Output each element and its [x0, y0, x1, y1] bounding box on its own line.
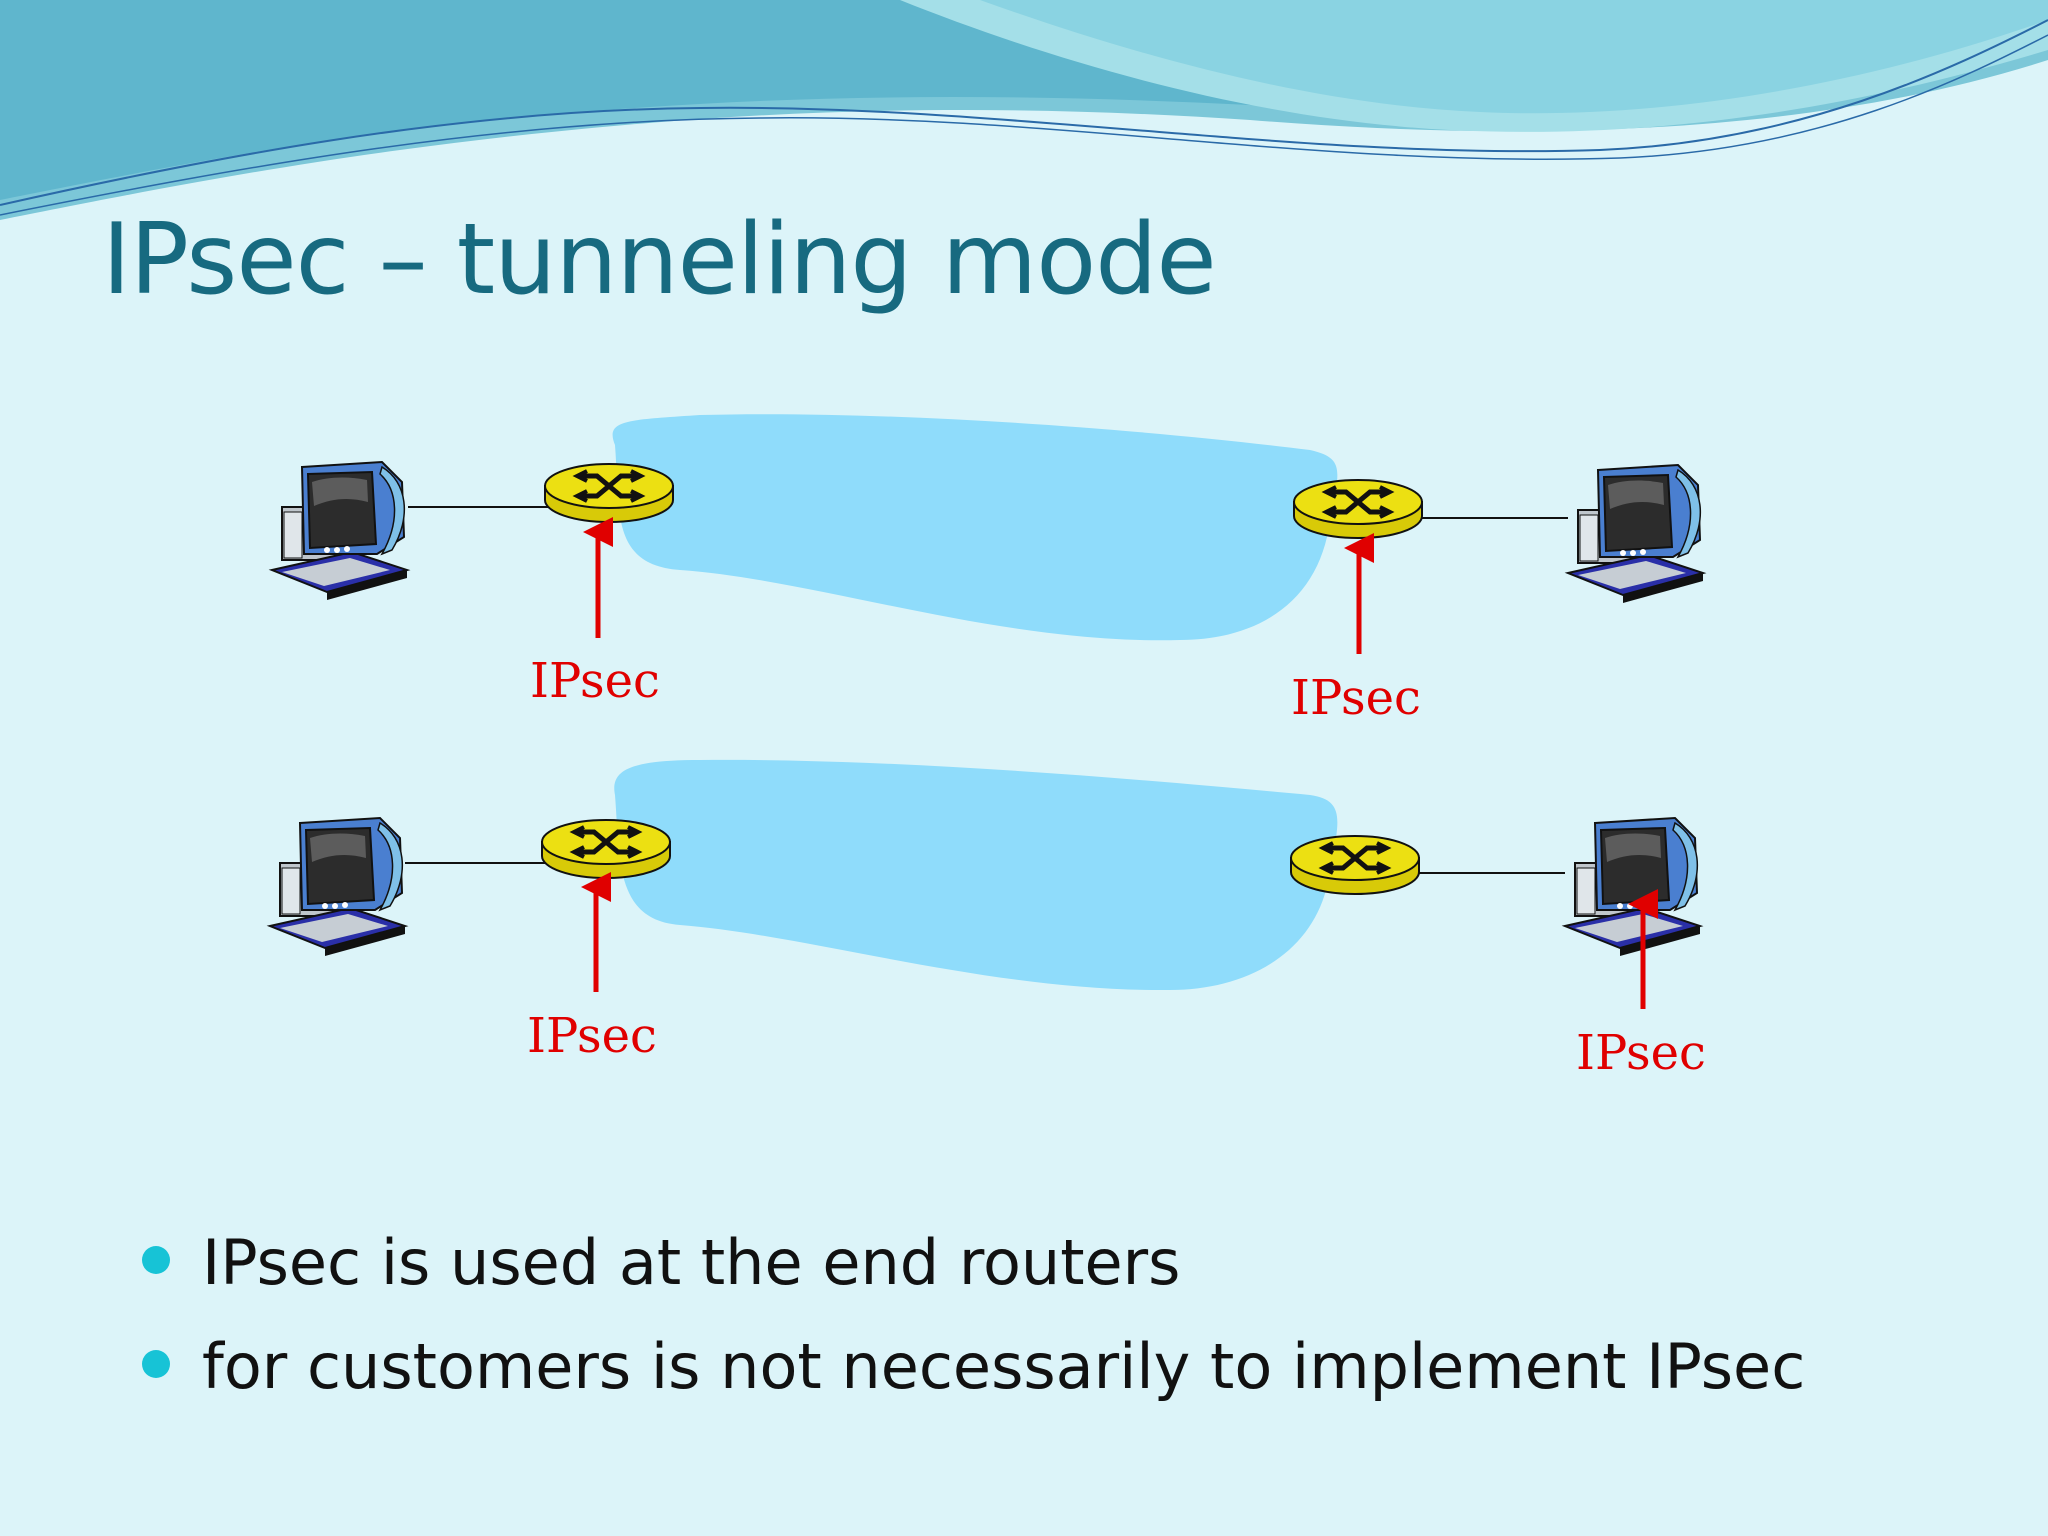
ipsec-label: IPsec — [1576, 1025, 1706, 1081]
diagram-bottom: IPsec IPsec — [269, 759, 1706, 1081]
bullet-list: IPsec is used at the end routers for cus… — [142, 1218, 1805, 1426]
computer-icon — [1567, 464, 1704, 604]
ipsec-label: IPsec — [527, 1008, 657, 1064]
ipsec-label: IPsec — [530, 653, 660, 709]
router-icon — [542, 820, 670, 878]
slide-title: IPsec – tunneling mode — [102, 203, 1217, 317]
tunnel-cloud — [612, 414, 1338, 641]
header-wave-decoration — [0, 0, 2048, 220]
router-icon — [545, 464, 673, 522]
bullet-text: IPsec is used at the end routers — [202, 1226, 1181, 1299]
bullet-item: for customers is not necessarily to impl… — [142, 1322, 1805, 1426]
tunnel-cloud — [614, 759, 1338, 991]
ipsec-label: IPsec — [1291, 670, 1421, 726]
bullet-item: IPsec is used at the end routers — [142, 1218, 1805, 1322]
computer-icon — [1564, 817, 1701, 957]
diagram-top: IPsec IPsec — [271, 414, 1704, 726]
computer-icon — [271, 461, 408, 601]
bullet-text: for customers is not necessarily to impl… — [202, 1330, 1806, 1403]
computer-icon — [269, 817, 406, 957]
router-icon — [1294, 480, 1422, 538]
bullet-dot-icon — [142, 1246, 170, 1274]
router-icon — [1291, 836, 1419, 894]
bullet-dot-icon — [142, 1350, 170, 1378]
